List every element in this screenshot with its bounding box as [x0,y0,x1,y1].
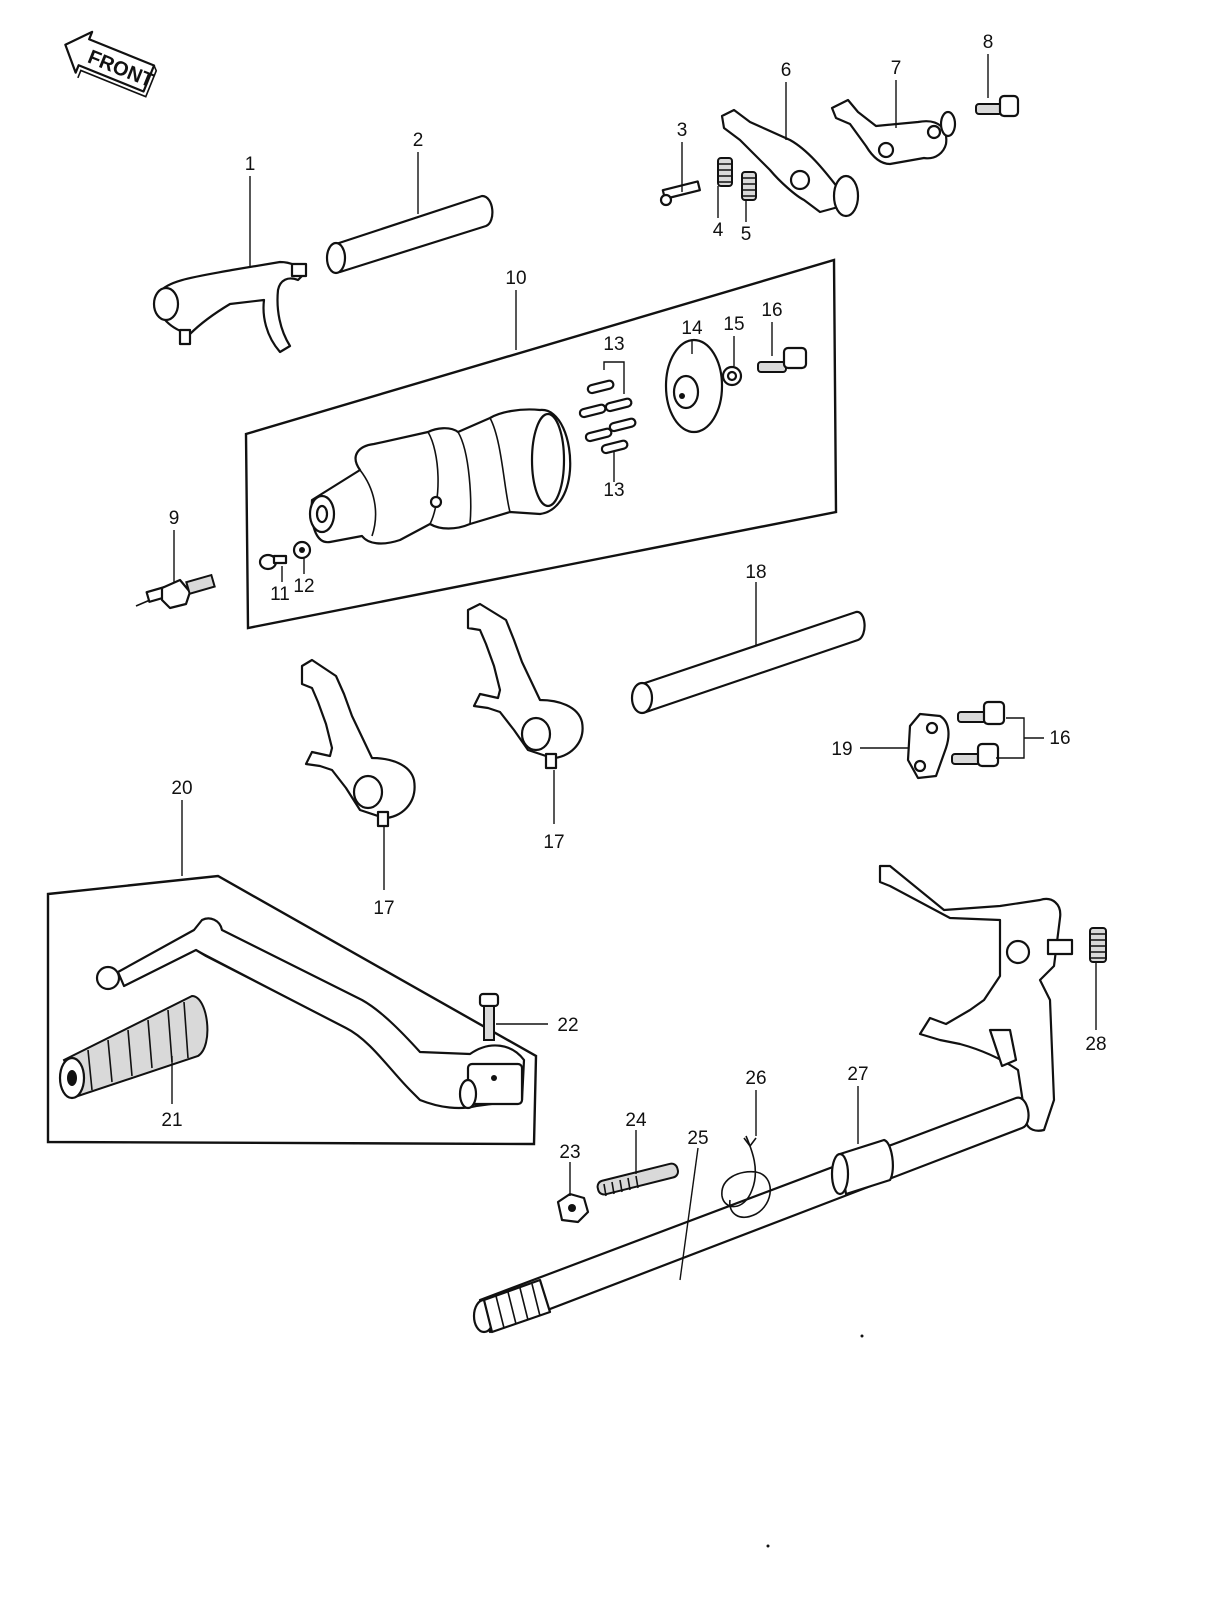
shift-fork-17a [300,658,416,828]
spring-28 [1089,927,1107,963]
front-direction-arrow: FRONT [64,30,158,98]
callout-16-plate: 16 [1049,728,1070,749]
callout-13-lower: 13 [603,480,624,501]
callout-5: 5 [741,224,752,245]
callout-28: 28 [1085,1034,1106,1055]
callout-8: 8 [983,32,994,53]
shift-pedal-frame-20 [46,874,538,1146]
callout-11: 11 [270,584,290,605]
fork-shaft-18 [630,610,866,715]
bracket-7 [830,98,957,166]
drum-assembly-frame-10 [244,258,838,630]
neutral-switch-9 [135,573,216,610]
callout-26: 26 [745,1068,766,1089]
callout-25: 25 [687,1128,708,1149]
pin-3 [659,180,701,207]
callout-21: 21 [161,1110,182,1131]
bolt-16-lower [951,742,1000,768]
plate-19 [906,712,950,780]
callout-4: 4 [713,220,724,241]
drum-pins-13 [578,379,637,455]
bolt-22 [478,992,500,1041]
callout-18: 18 [745,562,766,583]
part-number-callouts: 1 2 3 4 5 6 7 8 9 10 11 12 13 13 14 15 1… [161,32,1106,1163]
callout-2: 2 [413,130,424,151]
spring-5 [741,171,757,201]
bolt-8 [975,94,1020,118]
callout-6: 6 [781,60,792,81]
spring-4 [717,157,733,187]
stud-24 [596,1162,679,1197]
shift-fork-1 [152,260,308,354]
washer-12 [292,540,312,560]
callout-17-left: 17 [373,898,394,919]
callout-16-drum: 16 [761,300,782,321]
shift-pedal-20 [95,917,526,1110]
callout-12: 12 [293,576,314,597]
leader-lines [171,54,1097,1281]
pedal-rubber-21 [58,994,209,1100]
shift-shaft-arm-27 [878,864,1074,1132]
callout-17-right: 17 [543,832,564,853]
bolt-16-upper [957,700,1006,726]
callout-14: 14 [681,318,703,339]
callout-15: 15 [723,314,744,335]
shift-fork-17b [466,602,584,770]
callout-13-upper: 13 [603,334,624,355]
speck-mark-bottom [766,1544,770,1548]
bolt-16-drum [757,346,808,373]
callout-3: 3 [677,120,688,141]
speck-mark [860,1334,864,1338]
callout-20: 20 [171,778,192,799]
callout-23: 23 [559,1142,580,1163]
shift-shaft-25 [472,1096,1030,1334]
callout-1: 1 [245,154,256,175]
screw-11 [258,553,288,571]
return-spring-26 [721,1135,771,1218]
nut-23 [556,1192,590,1224]
callout-10: 10 [505,268,526,289]
callout-7: 7 [891,58,902,79]
fork-shaft-2 [325,194,494,275]
lever-arm-6 [720,108,860,218]
cam-plate-14 [664,338,724,434]
callout-19: 19 [831,739,852,760]
callout-9: 9 [169,508,180,529]
callout-24: 24 [625,1110,647,1131]
shift-drum-10 [308,408,572,545]
callout-27: 27 [847,1064,868,1085]
callout-22: 22 [557,1015,578,1036]
star-washer-15 [721,365,743,387]
